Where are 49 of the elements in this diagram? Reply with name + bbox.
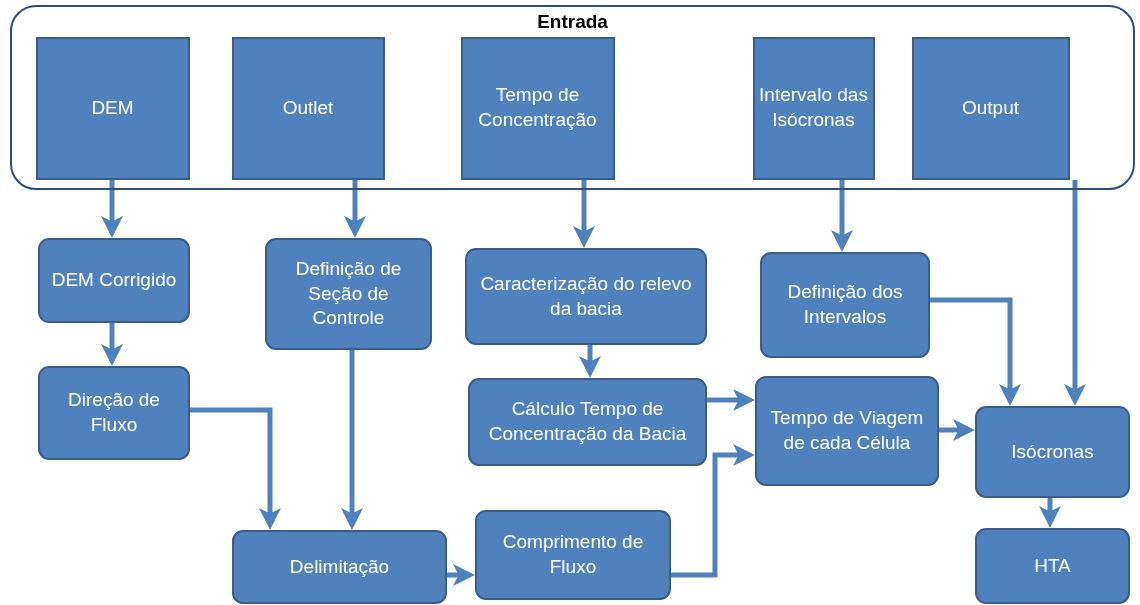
process-box <box>975 406 1130 498</box>
arrow <box>101 180 123 238</box>
box-label: Caracterização do relevo da bacia <box>479 271 693 321</box>
arrow <box>579 345 601 378</box>
arrow <box>190 407 281 530</box>
arrow <box>341 350 363 530</box>
box-label: Tempo de Concentração <box>477 83 598 132</box>
box-label: Output <box>961 95 1019 120</box>
box-label: DEM Corrigido <box>51 268 177 293</box>
process-box <box>35 36 190 180</box>
process-box <box>232 530 447 604</box>
box-label: Direção de Fluxo <box>67 388 161 437</box>
arrow <box>671 444 755 578</box>
arrow <box>707 389 755 411</box>
box-label: Outlet <box>282 95 334 120</box>
process-box <box>460 36 615 180</box>
group-container <box>10 5 1135 190</box>
process-box <box>38 238 190 323</box>
box-label: Delimitação <box>289 554 390 579</box>
arrow <box>447 564 475 586</box>
arrow <box>344 180 366 238</box>
box-label: Comprimento de Fluxo <box>501 530 645 579</box>
arrow <box>930 297 1021 406</box>
process-box <box>752 36 875 180</box>
process-box <box>465 248 707 345</box>
process-box <box>755 376 939 486</box>
process-box <box>911 36 1070 180</box>
box-label: Cálculo Tempo de Concentração da Bacia <box>487 397 688 446</box>
arrow <box>939 419 975 441</box>
process-box <box>231 36 385 180</box>
process-box <box>760 252 930 358</box>
process-box <box>265 238 432 350</box>
process-box <box>468 378 707 466</box>
process-box <box>38 366 190 460</box>
box-label: Isócronas <box>1011 439 1094 464</box>
arrow <box>573 180 595 248</box>
arrow <box>1064 180 1086 406</box>
box-label: Intervalo das Isócronas <box>758 83 869 132</box>
box-label: Tempo de Viagem de cada Célula <box>769 406 925 455</box>
arrow <box>101 323 123 366</box>
process-box <box>475 510 671 600</box>
box-label: Definição de Seção de Controle <box>294 256 403 331</box>
box-label: Definição dos Intervalos <box>786 280 904 329</box>
process-box <box>975 528 1130 604</box>
arrow <box>1039 498 1061 528</box>
box-label: HTA <box>1034 553 1071 578</box>
box-label: DEM <box>91 95 134 120</box>
arrow <box>831 180 853 252</box>
group-heading: Entrada <box>537 11 608 33</box>
